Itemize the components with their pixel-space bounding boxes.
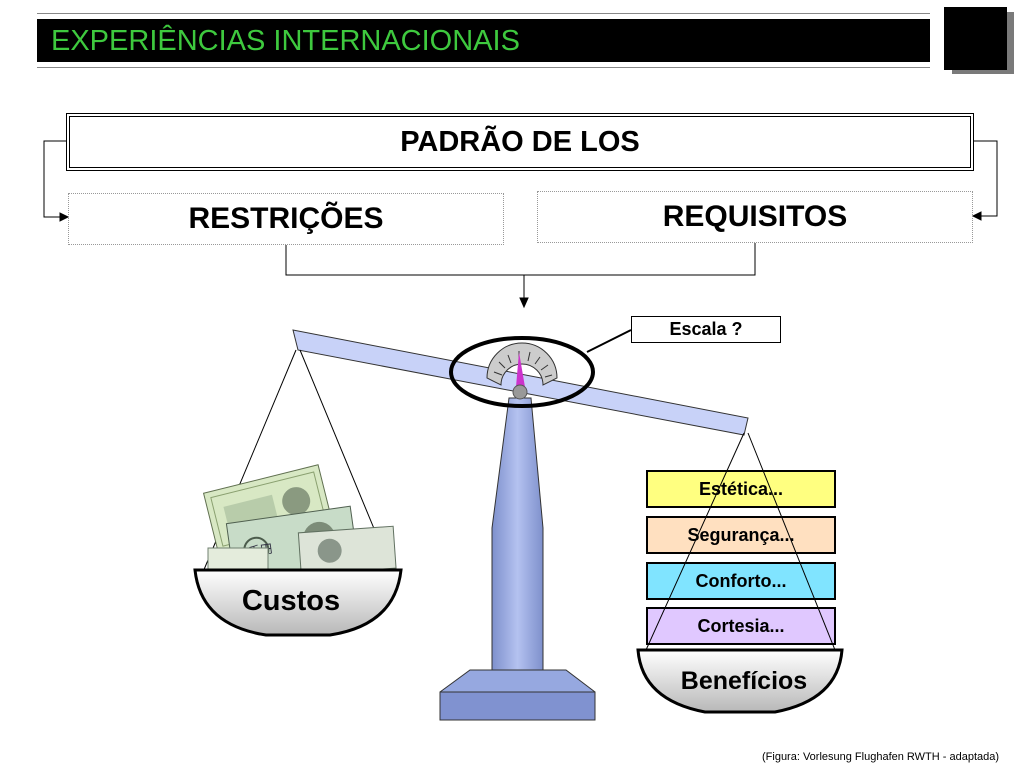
padrao-de-los-box: PADRÃO DE LOS (66, 113, 974, 171)
restricoes-box: RESTRIÇÕES (68, 193, 504, 245)
custos-label: Custos (241, 585, 341, 617)
header-top-rule (37, 13, 930, 14)
slide-title: EXPERIÊNCIAS INTERNACIONAIS (51, 25, 520, 57)
beneficios-label: Benefícios (680, 667, 808, 695)
gauge-icon (449, 329, 632, 408)
corner-square (944, 7, 1007, 70)
merge-connector (285, 243, 756, 309)
benefit-weight-seguranca: Segurança... (646, 516, 836, 554)
benefit-weight-cortesia: Cortesia... (646, 607, 836, 645)
right-pan (636, 648, 844, 714)
left-pan (193, 568, 403, 637)
banknotes-icon: 千円 (202, 464, 397, 582)
benefit-weight-estetica: Estética... (646, 470, 836, 508)
figure-credit: (Figura: Vorlesung Flughafen RWTH - adap… (762, 751, 1000, 763)
requisitos-box: REQUISITOS (537, 191, 973, 243)
benefit-weight-conforto: Conforto... (646, 562, 836, 600)
header-bottom-rule (37, 67, 930, 68)
escala-label-box: Escala ? (631, 316, 781, 343)
side-connectors (43, 140, 998, 222)
title-bar: EXPERIÊNCIAS INTERNACIONAIS (37, 19, 930, 62)
scale-stand (439, 397, 596, 721)
